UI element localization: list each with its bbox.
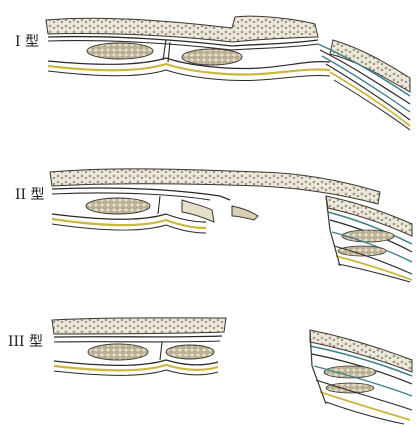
tissue-segment-left xyxy=(46,16,330,80)
fascia-right-6 xyxy=(326,402,404,424)
upper-fascia xyxy=(54,336,222,337)
upper-fascia-2 xyxy=(54,341,220,342)
broken-fragment xyxy=(182,200,214,222)
muscle-nodule-right xyxy=(342,230,394,242)
skin-fat-layer-right xyxy=(330,40,410,92)
muscle-nodule-left xyxy=(87,43,153,59)
fascia-right-5 xyxy=(320,392,410,420)
muscle-nodule-right xyxy=(182,49,242,65)
skin-fat-layer xyxy=(46,16,318,42)
panel-type-3 xyxy=(52,318,412,424)
skin-fat-layer xyxy=(52,318,226,334)
lower-fascia xyxy=(54,360,218,365)
midline-notch xyxy=(158,196,160,214)
fascia-right-6 xyxy=(334,80,410,130)
panel-type-1 xyxy=(46,16,410,130)
panel-type-2 xyxy=(50,169,412,282)
muscle-nodule xyxy=(86,198,150,214)
small-flap xyxy=(232,206,258,220)
midline-notch xyxy=(160,342,162,360)
lower-fascia xyxy=(52,214,206,222)
tissue-segment-right xyxy=(326,196,412,282)
yellow-layer xyxy=(54,365,218,370)
muscle-nodule-left xyxy=(88,344,148,360)
tissue-segment-right xyxy=(310,330,412,424)
fascia-right-5 xyxy=(336,256,412,280)
muscle-nodule-right-2 xyxy=(326,383,374,393)
tissue-segment-right xyxy=(318,40,410,130)
tissue-segment-left xyxy=(52,318,226,376)
muscle-nodule-right xyxy=(166,345,214,359)
